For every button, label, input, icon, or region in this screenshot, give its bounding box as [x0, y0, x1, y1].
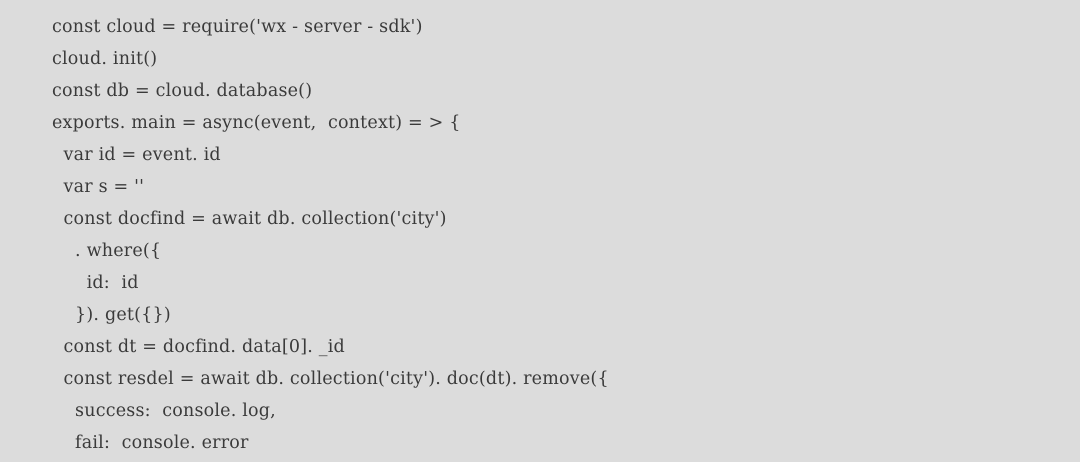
code-line-text: const cloud = require('wx - server - sdk…	[52, 17, 423, 37]
code-line-text: }). get({})	[52, 305, 171, 325]
code-line: const docfind = await db. collection('ci…	[0, 203, 1080, 235]
code-line: const cloud = require('wx - server - sdk…	[0, 11, 1080, 43]
code-line: . where({	[0, 235, 1080, 267]
code-line-text: cloud. init()	[52, 49, 158, 69]
code-line-text: const db = cloud. database()	[52, 81, 313, 101]
code-line-text: fail: console. error	[52, 433, 249, 453]
code-line: const db = cloud. database()	[0, 75, 1080, 107]
code-line: var id = event. id	[0, 139, 1080, 171]
code-line: exports. main = async(event, context) = …	[0, 107, 1080, 139]
code-line: }). get({})	[0, 299, 1080, 331]
code-line: const resdel = await db. collection('cit…	[0, 363, 1080, 395]
code-line-text: exports. main = async(event, context) = …	[52, 113, 461, 133]
code-line-text: . where({	[52, 241, 162, 261]
code-line: var s = ''	[0, 171, 1080, 203]
code-line-text: const dt = docfind. data[0]. _id	[52, 337, 345, 357]
code-line-text: id: id	[52, 273, 139, 293]
code-line-text: var s = ''	[52, 177, 145, 197]
code-line: const dt = docfind. data[0]. _id	[0, 331, 1080, 363]
code-lines-container: const cloud = require('wx - server - sdk…	[0, 11, 1080, 459]
code-line: fail: console. error	[0, 427, 1080, 459]
code-line: cloud. init()	[0, 43, 1080, 75]
code-line: success: console. log,	[0, 395, 1080, 427]
code-line-text: const docfind = await db. collection('ci…	[52, 209, 447, 229]
code-line-text: var id = event. id	[52, 145, 221, 165]
code-line-text: success: console. log,	[52, 401, 276, 421]
code-line-text: const resdel = await db. collection('cit…	[52, 369, 609, 389]
code-line: id: id	[0, 267, 1080, 299]
